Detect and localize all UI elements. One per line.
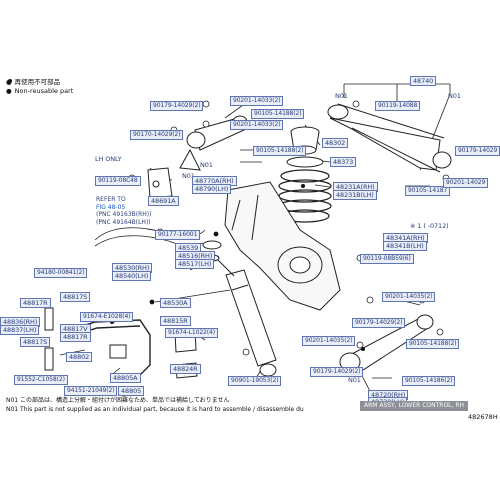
dot-marker-icon: ● (6, 87, 12, 95)
part-label[interactable]: 48540(LH) (112, 271, 152, 281)
part-label[interactable]: 90105-14187 (405, 186, 451, 196)
part-label[interactable]: 48302 (322, 138, 349, 148)
part-label[interactable]: 90179-14029 (455, 146, 500, 156)
part-label[interactable]: 48740 (410, 76, 437, 86)
part-label[interactable]: 90105-14188(2) (406, 339, 460, 349)
part-label[interactable]: 91674-E1028(4) (80, 312, 134, 322)
part-label[interactable]: 90179-14029(2) (310, 367, 364, 377)
refer-block: REFER TO FIG 48-05 (PNC 49163B(RH)) (PNC… (96, 196, 151, 226)
part-label[interactable]: 48805A (110, 373, 141, 383)
part-label[interactable]: 48817R (60, 332, 91, 342)
part-label[interactable]: 90177-16001 (155, 230, 201, 240)
part-label[interactable]: 48530A (160, 298, 191, 308)
part-label[interactable]: 48231B(LH) (333, 190, 377, 200)
legend-non-reusable-en: ●Non-reusable part (6, 87, 74, 95)
part-label[interactable]: 94151-21049(2) (64, 386, 118, 396)
part-label[interactable]: 48790(LH) (192, 184, 232, 194)
n01-marker: N01 (448, 92, 461, 100)
part-label[interactable]: 48817R (20, 298, 51, 308)
part-label[interactable]: 90170-14029(2) (130, 130, 184, 140)
legend-non-reusable-jp: ●再使用不可部品 (6, 78, 61, 86)
part-label[interactable]: 90105-14188(2) (251, 109, 305, 119)
refer-pnc-lh: (PNC 49164B(LH)) (96, 218, 151, 226)
part-label[interactable]: 48817S (60, 292, 91, 302)
footnote-en: N01 This part is not supplied as an indi… (6, 406, 304, 413)
part-label[interactable]: 90201-14035(2) (302, 336, 356, 346)
part-label[interactable]: 91552-C1058(2) (14, 375, 68, 385)
part-label[interactable]: 90105-14188(2) (253, 146, 307, 156)
part-label[interactable]: 90201-14033(2) (230, 120, 284, 130)
part-label[interactable]: 90119-08B59(6) (360, 254, 414, 264)
part-label[interactable]: 91674-L1022(4) (165, 328, 218, 338)
part-label[interactable]: 90201-14033(2) (230, 96, 284, 106)
part-label[interactable]: 48517(LH) (175, 259, 215, 269)
refer-pnc-rh: (PNC 49163B(RH)) (96, 211, 152, 218)
figure-id: 482678H (468, 413, 498, 421)
n01-marker: N01 (200, 161, 213, 169)
part-label[interactable]: 48805 (118, 386, 145, 396)
part-label[interactable]: 90201-14035(2) (382, 292, 436, 302)
refer-text: REFER TO (96, 196, 126, 203)
part-label[interactable]: 94180-00841(2) (34, 268, 88, 278)
part-label[interactable]: 48341B(LH) (383, 241, 427, 251)
part-label[interactable]: 48691A (148, 196, 179, 206)
part-label[interactable]: 48373 (330, 157, 357, 167)
part-label[interactable]: 90901-19053(2) (228, 376, 282, 386)
n01-marker: N01 (182, 172, 195, 180)
part-label[interactable]: 90179-14029(2) (150, 101, 204, 111)
part-label[interactable]: 90179-14029(2) (352, 318, 406, 328)
n01-marker: N01 (335, 92, 348, 100)
part-label[interactable]: 48815R (160, 316, 191, 326)
range-note: ※ 1 ( -0712) (410, 222, 449, 230)
part-tooltip: ARM ASSY, LOWER CONTROL, RH (360, 401, 469, 411)
n01-marker: N01 (348, 376, 361, 384)
refer-fig-link[interactable]: FIG 48-05 (96, 203, 126, 211)
part-label[interactable]: 48837(LH) (0, 325, 40, 335)
part-label[interactable]: 90201-14029 (443, 178, 489, 188)
part-label[interactable]: 48802 (66, 352, 93, 362)
footnote-jp: N01 この部品は、構造上分解・組付けが困難なため、単品では補給しておりません (6, 397, 230, 404)
dot-marker-icon: ● (6, 78, 12, 86)
part-label[interactable]: 48824R (170, 364, 201, 374)
lh-only-label: LH ONLY (95, 155, 122, 163)
part-label[interactable]: 90105-14186(2) (402, 376, 456, 386)
part-label[interactable]: 90119-08C48 (95, 176, 141, 186)
part-label[interactable]: 48817S (20, 337, 51, 347)
part-label[interactable]: 90119-14088 (375, 101, 421, 111)
